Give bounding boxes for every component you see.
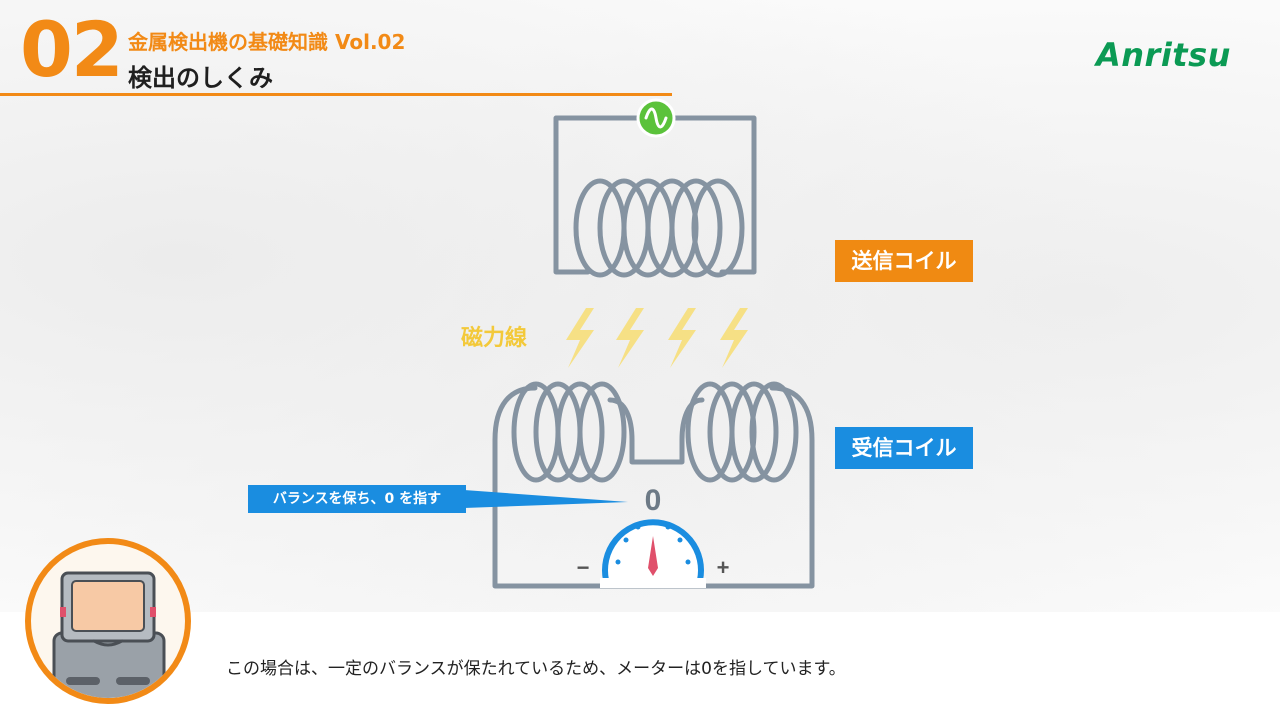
header-divider <box>0 93 672 96</box>
magnetic-field-label: 磁力線 <box>461 326 528 351</box>
magnetic-field-lines <box>566 308 748 368</box>
meter-needle <box>648 536 658 576</box>
lightning-icon <box>720 308 748 368</box>
receive-coil-label: 受信コイル <box>835 427 973 469</box>
series-title: 金属検出機の基礎知識 Vol.02 <box>128 30 406 54</box>
power-source-icon <box>636 98 676 138</box>
balance-callout: バランスを保ち、0 を指す <box>248 485 466 513</box>
lightning-icon <box>616 308 644 368</box>
detector-mascot-icon <box>25 538 191 704</box>
lightning-icon <box>566 308 594 368</box>
section-number: 02 <box>20 5 124 94</box>
callout-pointer <box>464 490 628 508</box>
caption-bar <box>0 612 1280 720</box>
transmit-coil <box>553 115 757 278</box>
page-title: 検出のしくみ <box>128 64 273 92</box>
lightning-icon <box>668 308 696 368</box>
meter-value: 0 <box>645 484 662 517</box>
anritsu-logo: Anritsu <box>1096 36 1231 74</box>
caption-text: この場合は、一定のバランスが保たれているため、メーターは0を指しています。 <box>226 659 846 679</box>
transmit-coil-label: 送信コイル <box>835 240 973 282</box>
meter-plus-sign: + <box>717 555 730 580</box>
meter-gauge: − + 0 <box>577 484 730 588</box>
meter-minus-sign: − <box>577 555 590 580</box>
